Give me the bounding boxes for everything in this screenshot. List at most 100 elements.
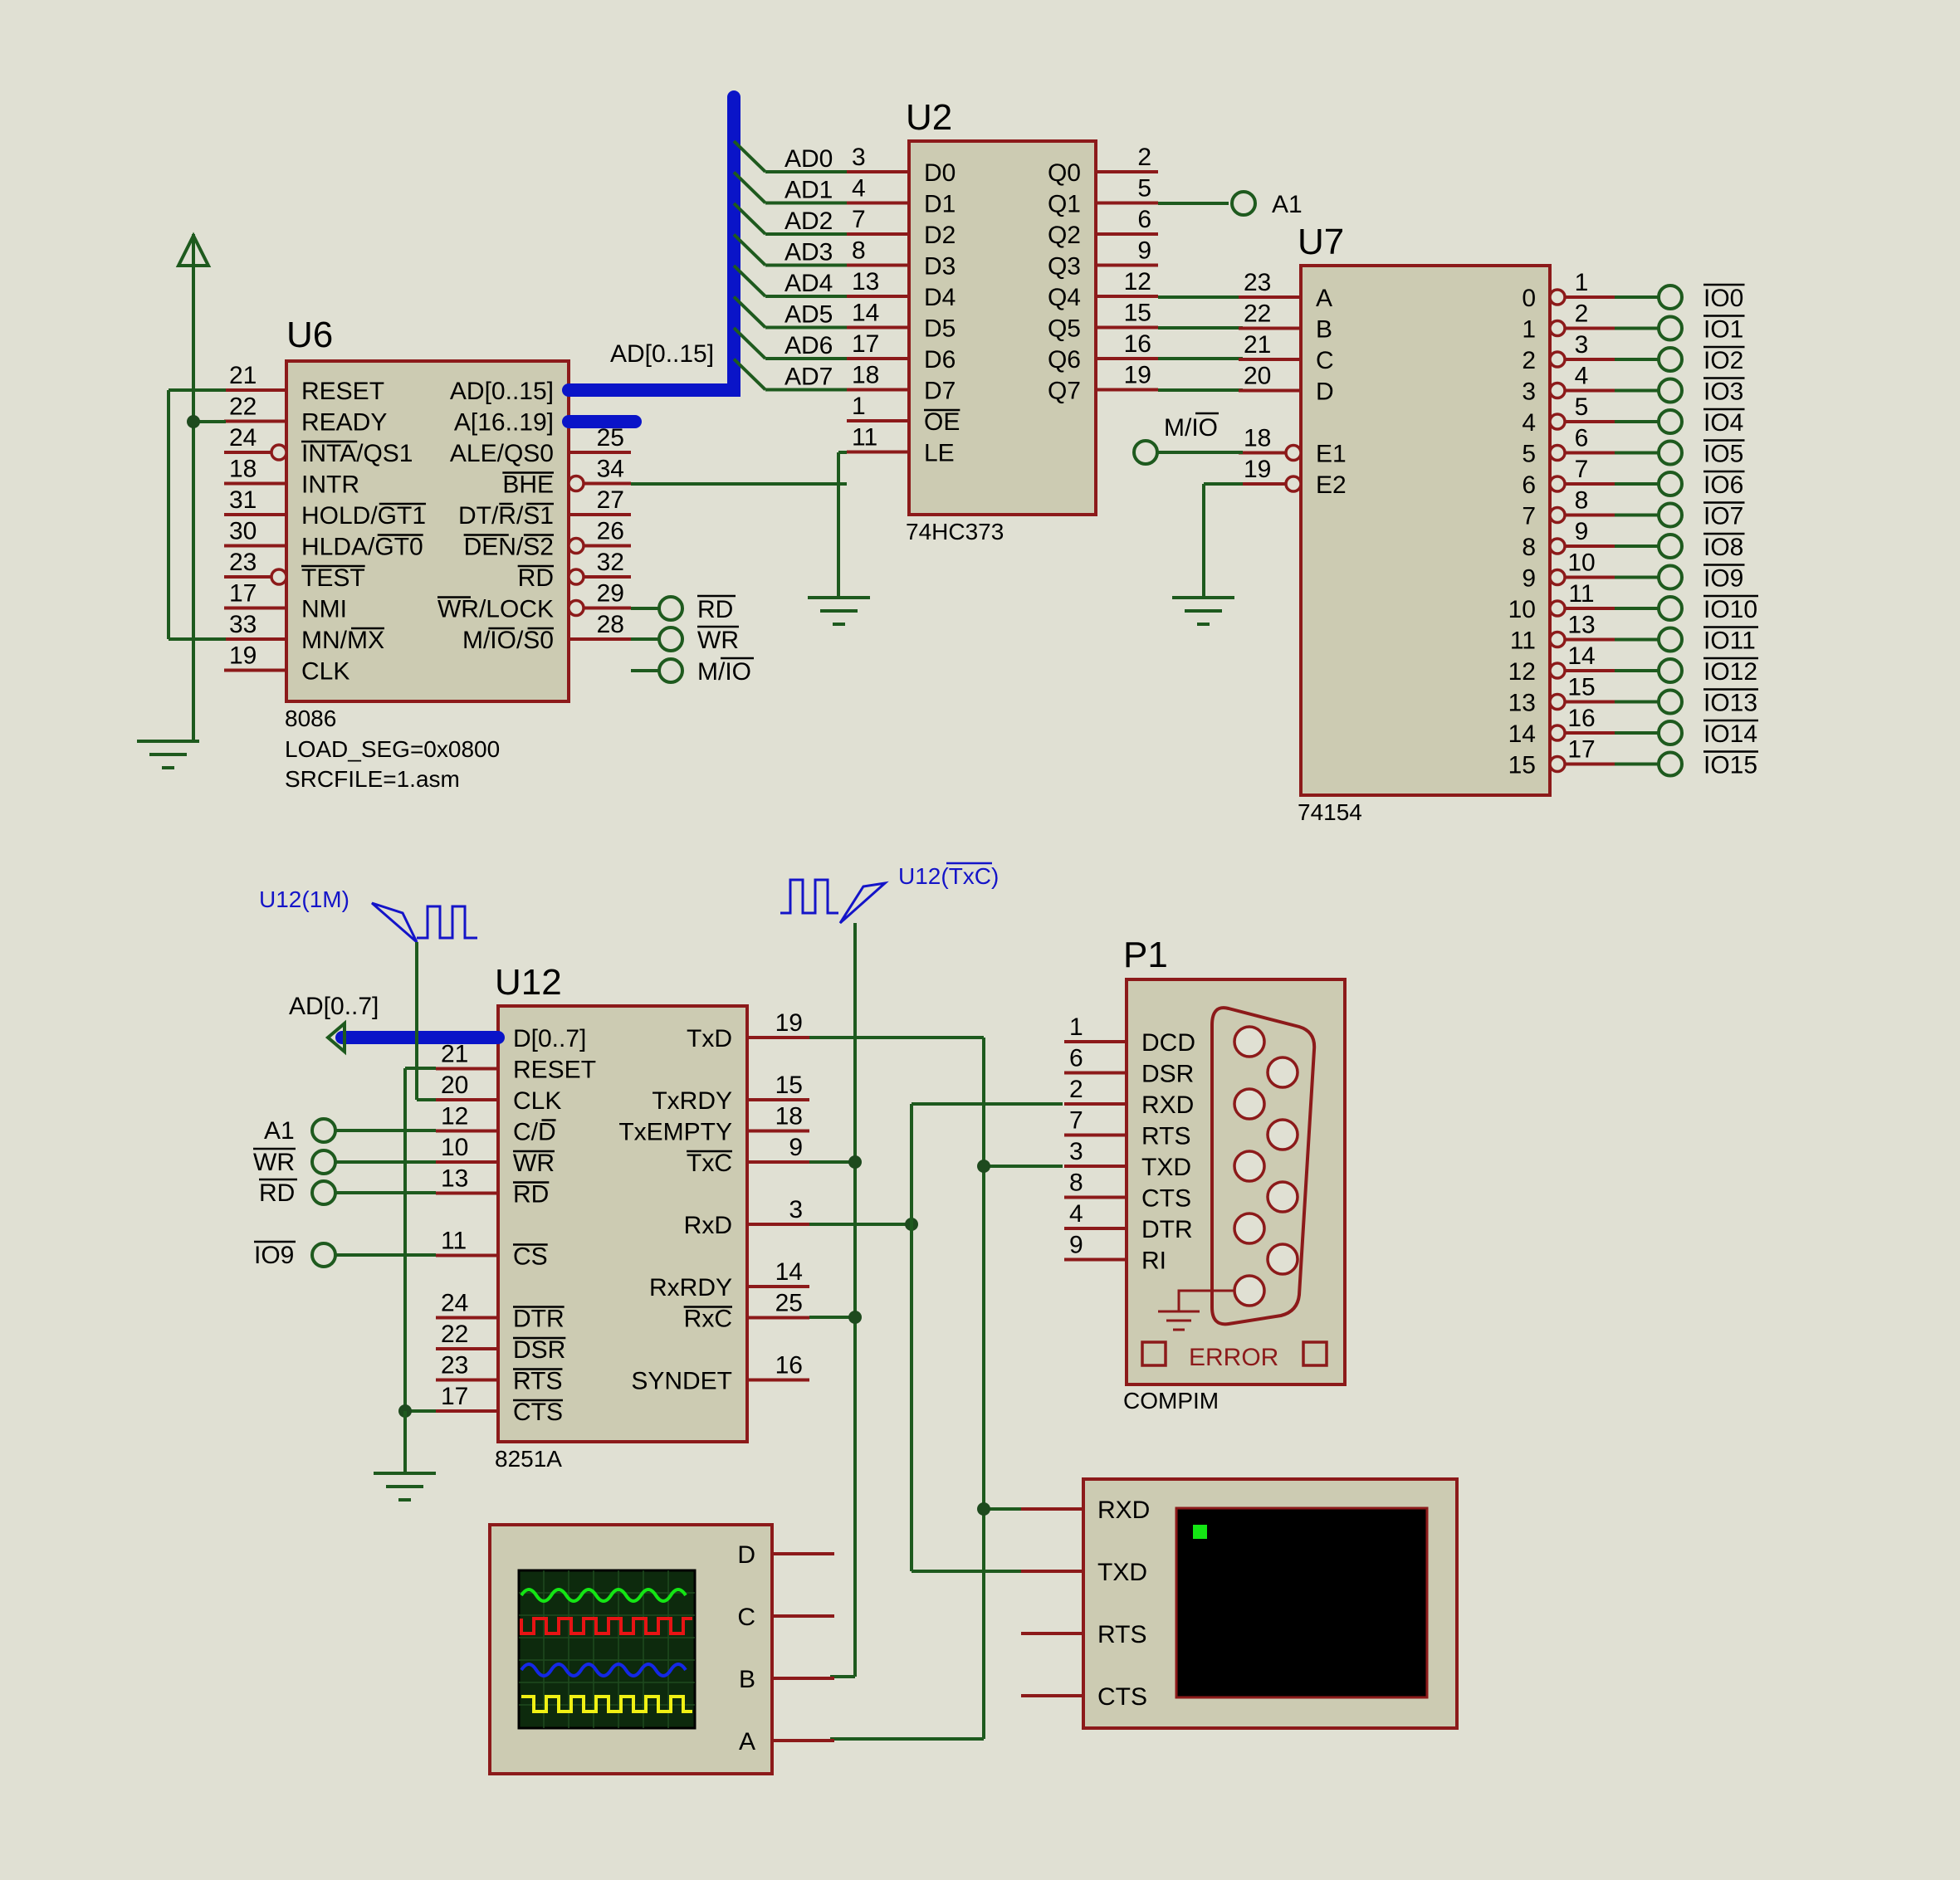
terminal-pin-rts: RTS <box>1021 1621 1146 1648</box>
p1-pinlabel: DSR <box>1141 1061 1194 1088</box>
p1-pinnum: 7 <box>1069 1107 1083 1135</box>
u6-pinlabel: BHE <box>502 471 554 499</box>
u6-8086[interactable]: U6 8086 LOAD_SEG=0x0800 SRCFILE=1.asm 21… <box>224 315 631 792</box>
svg-text:9: 9 <box>1522 565 1536 593</box>
svg-text:1: 1 <box>1575 269 1589 296</box>
u2-pinnum: 13 <box>852 268 879 295</box>
u2-74hc373[interactable]: U2 74HC373 3D04D17D28D313D414D517D618D71… <box>847 97 1158 544</box>
a1-terminal <box>1230 190 1257 217</box>
u12-left-nets: A1 WR RD IO9 <box>253 1067 436 1502</box>
u2-pinlabel: Q5 <box>1048 315 1081 343</box>
u6-pinlabel: RD <box>518 564 554 592</box>
u7-pinnum: 22 <box>1244 300 1271 328</box>
u2-pinlabel: D0 <box>924 159 956 187</box>
bus-tap-ad7: AD7 <box>732 358 847 392</box>
u12-pinlabel: WR <box>513 1150 555 1177</box>
svg-text:IO13: IO13 <box>1703 690 1757 717</box>
u2-pinnum: 17 <box>852 330 879 358</box>
u7-type: 74154 <box>1298 799 1362 825</box>
u2-type: 74HC373 <box>906 519 1004 544</box>
u2-pin-d1: 4D1 <box>847 175 956 218</box>
u6-pinnum: 33 <box>229 611 257 638</box>
svg-text:7: 7 <box>1575 456 1589 483</box>
p1-pinnum: 6 <box>1069 1045 1083 1072</box>
p1-pinlabel: DCD <box>1141 1029 1195 1057</box>
u2-pinlabel: Q0 <box>1048 159 1081 187</box>
u2-pinlabel: D1 <box>924 191 956 218</box>
u12-8251a[interactable]: U12 8251A D[0..7]21RESET20CLK12C/D10WR13… <box>436 962 809 1472</box>
svg-text:IO1: IO1 <box>1703 316 1743 344</box>
bus-tap-ad2: AD2 <box>732 202 847 236</box>
generator-icon <box>371 901 418 944</box>
u2-pinlabel: D3 <box>924 253 956 281</box>
mio-net-label: M/IO <box>697 658 751 686</box>
svg-text:0: 0 <box>1522 285 1536 312</box>
svg-text:A: A <box>739 1728 755 1755</box>
bus-tap-ad4: AD4 <box>732 264 847 298</box>
p1-pinnum: 4 <box>1069 1200 1083 1228</box>
svg-text:15: 15 <box>1567 674 1595 701</box>
u6-pinlabel: DEN/S2 <box>464 534 554 561</box>
u6-pinlabel: HLDA/GT0 <box>301 534 423 561</box>
u6-pinnum: 31 <box>229 486 257 514</box>
u12-pinnum: 19 <box>775 1009 803 1037</box>
u2-pin-q1: 5Q1 <box>1048 175 1158 218</box>
terminal-screen-icon <box>1175 1506 1429 1699</box>
clk-gen2-label: U12(TxC) <box>898 863 999 889</box>
scope-pin-a: A <box>739 1728 834 1755</box>
u12-pinnum: 17 <box>441 1383 468 1410</box>
p1-pinlabel: RXD <box>1141 1091 1194 1119</box>
u2-pinlabel: Q6 <box>1048 346 1081 374</box>
svg-text:13: 13 <box>1508 690 1536 717</box>
wr-net-label: WR <box>697 627 739 654</box>
u6-pinnum: 27 <box>597 486 624 514</box>
u6-pin-m-io-s0: 28M/IO/S0 <box>462 611 631 654</box>
u12-right-nets <box>809 923 1063 1741</box>
p1-compim[interactable]: P1 COMPIM 1DCD6DSR2RXD7RTS3TXD8CTS4DTR9R… <box>1064 935 1347 1414</box>
svg-text:2: 2 <box>1575 300 1589 328</box>
svg-text:11: 11 <box>1568 580 1594 608</box>
svg-text:IO0: IO0 <box>1703 285 1743 312</box>
u2-pinnum: 9 <box>1137 237 1151 265</box>
clock-generator-txc: U12(TxC) <box>780 862 999 925</box>
u6-pinnum: 29 <box>597 580 624 608</box>
u6-pinnum: 17 <box>229 580 257 608</box>
u2-pinnum: 8 <box>852 237 866 265</box>
svg-text:15: 15 <box>1508 752 1536 779</box>
p1-pinnum: 9 <box>1069 1232 1083 1259</box>
u6-pinlabel: A[16..19] <box>454 409 554 437</box>
u6-pinlabel: TEST <box>301 564 365 592</box>
ad-low-bus-label: AD[0..7] <box>289 993 379 1020</box>
u6-pinlabel: READY <box>301 409 387 437</box>
u12-pinnum: 15 <box>775 1072 803 1099</box>
u12-pinnum: 18 <box>775 1103 803 1130</box>
u12-pinnum: 12 <box>441 1103 468 1130</box>
bus-tap-ad3: AD3 <box>732 233 847 267</box>
u2-pinnum: 3 <box>852 144 866 171</box>
u12-pinlabel: RESET <box>513 1057 596 1084</box>
svg-text:IO12: IO12 <box>1703 658 1757 686</box>
u2-pinlabel: Q2 <box>1048 222 1081 249</box>
u12-pinnum: 20 <box>441 1072 468 1099</box>
svg-text:IO5: IO5 <box>1703 441 1743 468</box>
terminal-pin-rxd: RXD <box>1021 1497 1150 1524</box>
u12-pinlabel: SYNDET <box>631 1368 732 1395</box>
u12-pinnum: 14 <box>775 1258 803 1286</box>
p1-error-label: ERROR <box>1189 1344 1278 1371</box>
p1-pinlabel: DTR <box>1141 1216 1193 1243</box>
